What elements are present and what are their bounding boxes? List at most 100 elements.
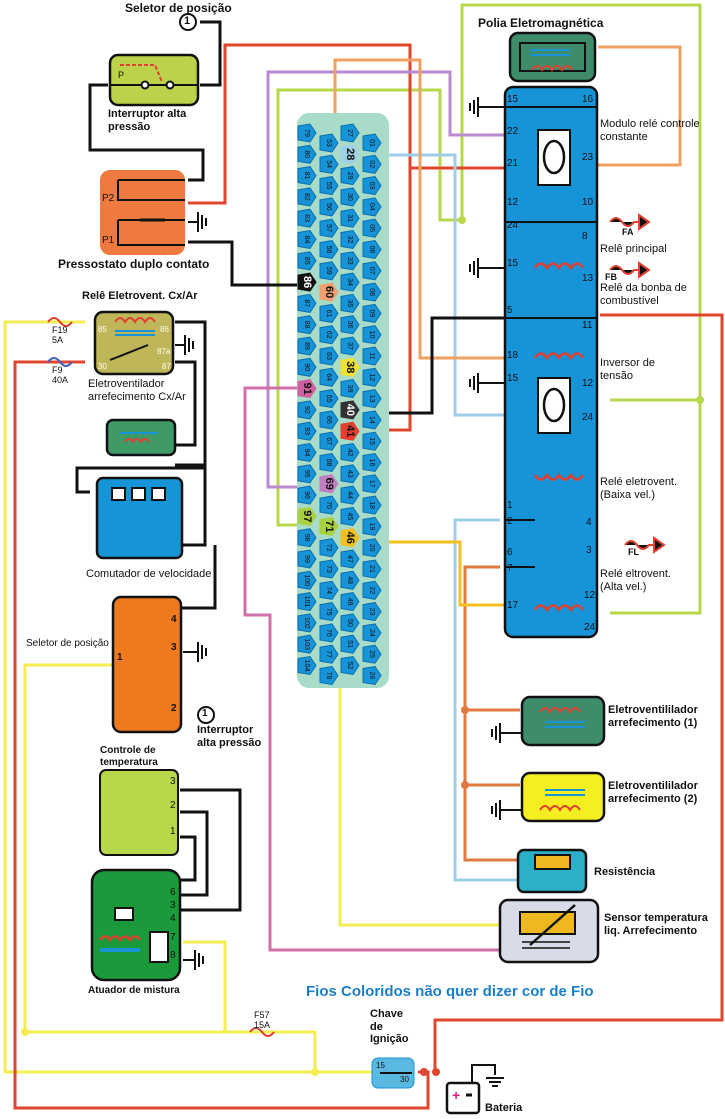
mod-pin-23: 23 — [582, 152, 594, 163]
ecu-pin-label: 51 — [346, 640, 353, 648]
ecu-pin-52: 52 — [340, 655, 360, 676]
ecu-pin-label: 55 — [325, 182, 332, 190]
modulo-section-2-label: Relê da bonba de combustível — [600, 282, 687, 307]
ecu-pin-88: 88 — [297, 315, 317, 335]
polia-label: Polia Eletromagnética — [478, 16, 604, 30]
ecu-pin-label: 52 — [346, 662, 353, 670]
wire-black-com — [75, 466, 205, 494]
modulo-rele-box[interactable] — [503, 85, 599, 639]
chave-pin-30: 30 — [400, 1075, 409, 1084]
ecu-pin-12: 12 — [362, 367, 382, 387]
ecu-pin-35: 35 — [340, 293, 360, 313]
ecu-pin-label: 97 — [301, 510, 313, 522]
ecu-pin-74: 74 — [319, 580, 339, 600]
ecu-pin-31: 31 — [340, 208, 360, 228]
pot-pin-2: 2 — [170, 800, 176, 811]
ecu-pin-label: 26 — [368, 672, 375, 680]
ecu-pin-93: 93 — [297, 421, 317, 441]
ecu-pin-92: 92 — [297, 400, 317, 420]
atuador-pin-4: 4 — [170, 913, 176, 924]
ecu-pin-97: 97 — [297, 506, 317, 526]
ecu-pin-label: 86 — [301, 276, 313, 288]
ecu-pin-label: 49 — [346, 598, 353, 606]
ecu-pin-label: 92 — [303, 406, 310, 414]
ground-icon — [183, 642, 207, 662]
chave-ignicao-label: Chave de Ignição — [370, 1008, 409, 1046]
ecu-pin-73: 73 — [319, 559, 339, 579]
mod-pin-8: 8 — [582, 231, 588, 242]
ground-icon — [188, 212, 207, 232]
ecu-pin-label: 06 — [368, 246, 375, 254]
wire-black-ctrl4 — [180, 545, 217, 610]
mod-pin-1: 1 — [507, 500, 513, 511]
modulo-section-4-label: Relé eletrovent. (Baixa vel.) — [600, 476, 678, 501]
wire-green-low — [610, 400, 702, 615]
ecu-pin-43: 43 — [340, 464, 360, 484]
ecu-pin-13: 13 — [362, 389, 382, 409]
potenciometro-box[interactable] — [99, 769, 179, 856]
fuse-f19-rating: 5A — [52, 335, 64, 345]
ecu-pin-64: 64 — [319, 367, 339, 387]
wire-yellow-46 — [350, 540, 505, 607]
wire-red-p2 — [188, 43, 412, 432]
fan2-box[interactable] — [520, 771, 606, 823]
ecu-pin-54: 54 — [319, 154, 339, 174]
interruptor-alta-pressao-box[interactable] — [108, 53, 200, 107]
ecu-pin-label: 67 — [325, 437, 332, 445]
ecu-pin-label: 65 — [325, 395, 332, 403]
ecu-pin-26: 26 — [362, 665, 382, 686]
bateria-box[interactable] — [445, 1081, 481, 1115]
ecu-pin-label: 08 — [368, 288, 375, 296]
ecu-pin-59: 59 — [319, 261, 339, 281]
output-fb-label: FB — [605, 272, 617, 282]
ecu-pin-10: 10 — [362, 325, 382, 345]
atuador-mistura-box[interactable] — [90, 868, 182, 982]
wire-black-p1 — [188, 240, 305, 287]
controle-temperatura-box[interactable] — [111, 595, 183, 734]
ecu-pin-81: 81 — [297, 166, 317, 186]
ecu-pin-51: 51 — [340, 634, 360, 654]
ecu-pin-label: 05 — [368, 224, 375, 232]
ecu-pin-65: 65 — [319, 389, 339, 409]
ground-icon — [491, 723, 522, 820]
ecu-pin-67: 67 — [319, 431, 339, 451]
ecu-pin-47: 47 — [340, 549, 360, 569]
ecu-pin-label: 54 — [325, 160, 332, 168]
ctrl-pin-2: 2 — [171, 703, 177, 714]
mod-pin-10: 10 — [582, 197, 594, 208]
ecu-pin-37: 37 — [340, 336, 360, 356]
polia-box[interactable] — [508, 31, 597, 83]
ecu-pin-label: 24 — [368, 629, 375, 637]
mod-pin-7: 7 — [507, 563, 513, 574]
ecu-pin-91: 91 — [297, 379, 317, 399]
mod-pin-24a: 24 — [507, 220, 519, 231]
ecu-pin-103: 103 — [297, 634, 317, 654]
ecu-pin-label: 43 — [346, 470, 353, 478]
ecu-pin-label: 10 — [368, 331, 375, 339]
ecu-pin-100: 100 — [297, 570, 317, 590]
ecu-pin-40: 40 — [340, 400, 360, 420]
ecu-pin-90: 90 — [297, 357, 317, 377]
ecu-pin-label: 04 — [368, 203, 375, 211]
ecu-pin-75: 75 — [319, 602, 339, 622]
ecu-pin-79: 79 — [297, 123, 317, 143]
ecu-pin-label: 60 — [323, 286, 335, 298]
modulo-section-0-label: Modulo relé controle constante — [600, 118, 700, 143]
fan1-label: Eletroventililador arrefecimento (1) — [608, 704, 698, 729]
mod-pin-24b: 24 — [582, 412, 594, 423]
motor-cx-ar-box[interactable] — [105, 418, 177, 457]
wire-purple-22 — [266, 70, 505, 489]
ecu-pin-06: 06 — [362, 239, 382, 260]
ecu-pin-label: 30 — [346, 193, 353, 201]
pressostato-box[interactable] — [100, 170, 185, 255]
ecu-pin-label: 104 — [303, 660, 310, 672]
pressostato-pin-p2: P2 — [102, 193, 115, 204]
ecu-pin-55: 55 — [319, 176, 339, 196]
ecu-pin-label: 70 — [325, 501, 332, 509]
ecu-pin-61: 61 — [319, 303, 339, 323]
ecu-pin-label: 16 — [368, 459, 375, 467]
wire-black-iap-r — [200, 20, 222, 87]
pot-pin-3: 3 — [170, 776, 176, 787]
ecu-pin-label: 69 — [323, 478, 335, 490]
